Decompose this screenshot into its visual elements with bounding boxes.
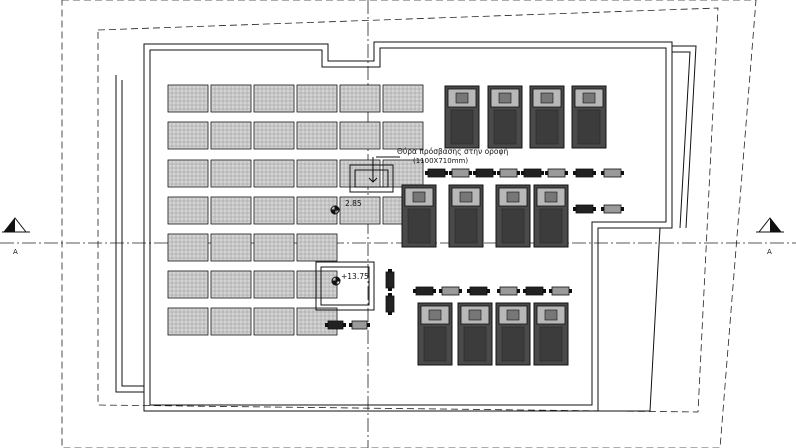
heat-pump-unit-icon — [425, 168, 448, 178]
solar-panel-icon — [253, 307, 295, 336]
solar-panel-icon — [210, 270, 252, 299]
level-target-icon — [331, 276, 341, 286]
solar-panel-icon — [167, 121, 209, 150]
heat-pump-unit-icon — [573, 168, 596, 178]
solar-panel-icon — [253, 121, 295, 150]
water-heater-unit-icon — [417, 302, 453, 366]
water-heater-unit-icon — [529, 85, 565, 149]
section-label-left: A — [13, 248, 18, 256]
solar-panel-icon — [210, 84, 252, 113]
solar-panel-icon — [167, 233, 209, 262]
solar-panel-array — [167, 84, 424, 336]
solar-panel-icon — [167, 84, 209, 113]
section-arrow-icon — [2, 217, 30, 233]
building-outline — [115, 41, 697, 412]
solar-panel-icon — [167, 159, 209, 188]
solar-panel-icon — [253, 196, 295, 225]
solar-panel-icon — [253, 84, 295, 113]
heat-pump-unit-icon — [521, 168, 544, 178]
heat-pump-unit-icon — [449, 168, 472, 178]
heat-pump-unit-icon — [439, 286, 462, 296]
solar-panel-icon — [167, 196, 209, 225]
solar-panel-row — [167, 307, 338, 336]
water-heater-unit-icon — [457, 302, 493, 366]
solar-panel-icon — [253, 159, 295, 188]
solar-panel-icon — [253, 233, 295, 262]
level-target-icon — [330, 205, 340, 215]
water-heater-unit-icon — [448, 184, 484, 248]
roof-access-door-label: Θύρα πρόσβασης στην οροφή — [397, 147, 508, 156]
solar-panel-icon — [210, 307, 252, 336]
solar-panel-icon — [253, 270, 295, 299]
level-label-a: 2.85 — [345, 199, 362, 208]
heat-pump-unit-icon — [473, 168, 496, 178]
solar-panel-icon — [210, 196, 252, 225]
heat-pump-unit-icon — [573, 204, 596, 214]
heat-pump-unit-icon — [549, 286, 572, 296]
level-label-b: +13.75 — [341, 272, 369, 281]
solar-panel-icon — [382, 121, 424, 150]
solar-panel-icon — [296, 121, 338, 150]
water-heater-unit-icon — [495, 302, 531, 366]
heat-pump-unit-icon — [385, 269, 395, 291]
equipment-units — [401, 85, 607, 366]
heat-pump-unit-icon — [413, 286, 436, 296]
heat-pump-unit-icon — [385, 293, 395, 315]
solar-panel-icon — [210, 233, 252, 262]
solar-panel-icon — [167, 307, 209, 336]
solar-panel-icon — [210, 159, 252, 188]
solar-panel-icon — [339, 196, 381, 225]
water-heater-unit-icon — [533, 184, 569, 248]
solar-panel-icon — [167, 270, 209, 299]
solar-panel-icon — [339, 121, 381, 150]
section-arrow-icon — [756, 217, 784, 233]
solar-panel-icon — [296, 84, 338, 113]
heat-pump-unit-icon — [325, 320, 346, 330]
water-heater-unit-icon — [401, 184, 437, 248]
water-heater-unit-icon — [487, 85, 523, 149]
solar-panel-row — [167, 84, 424, 113]
heat-pump-unit-icon — [349, 320, 370, 330]
heat-pump-unit-icon — [601, 204, 624, 214]
site-boundary-dashed — [61, 0, 757, 448]
solar-panel-row — [167, 121, 424, 150]
solar-panel-row — [167, 159, 424, 188]
solar-panel-row — [167, 270, 338, 299]
roof-access-door-size: (1100X710mm) — [413, 157, 468, 165]
solar-panel-row — [167, 196, 424, 225]
roof-access-hatch — [349, 156, 400, 193]
solar-panel-icon — [296, 233, 338, 262]
heat-pump-unit-icon — [467, 286, 490, 296]
solar-panel-icon — [382, 84, 424, 113]
heat-pump-unit-icon — [545, 168, 568, 178]
elevator-shaft-box — [315, 261, 375, 311]
small-equipment-units — [325, 168, 624, 330]
heat-pump-unit-icon — [601, 168, 624, 178]
solar-panel-icon — [339, 159, 381, 188]
water-heater-unit-icon — [533, 302, 569, 366]
section-label-right: A — [767, 248, 772, 256]
heat-pump-unit-icon — [497, 168, 520, 178]
water-heater-unit-icon — [571, 85, 607, 149]
solar-panel-icon — [296, 270, 338, 299]
solar-panel-icon — [339, 84, 381, 113]
water-heater-unit-icon — [495, 184, 531, 248]
solar-panel-icon — [296, 159, 338, 188]
heat-pump-unit-icon — [523, 286, 546, 296]
water-heater-unit-icon — [444, 85, 480, 149]
solar-panel-row — [167, 233, 338, 262]
heat-pump-unit-icon — [497, 286, 520, 296]
solar-panel-icon — [210, 121, 252, 150]
solar-panel-icon — [296, 196, 338, 225]
